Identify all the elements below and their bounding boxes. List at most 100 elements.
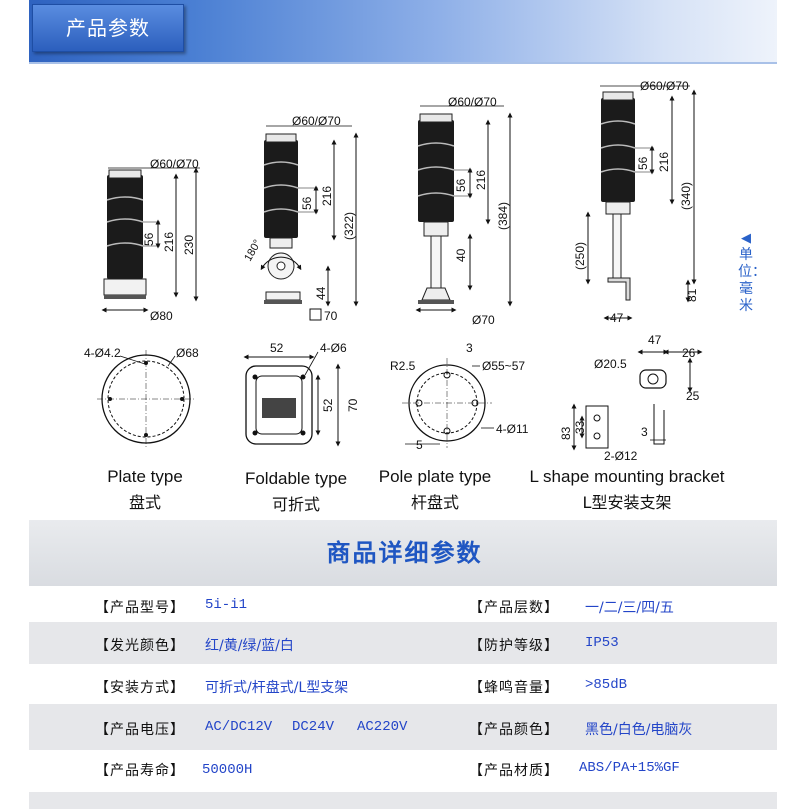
caption-en: Foldable type [244, 469, 348, 488]
spec-label: 【发光颜色】 [95, 638, 185, 654]
spec-label: 【蜂鸣音量】 [469, 680, 559, 696]
light-tower-cap [602, 91, 634, 101]
spec-value: 可折式/杆盘式/L型支架 [205, 680, 349, 696]
spec-label: 【产品型号】 [95, 600, 185, 616]
plate-holes-label: 4-Ø4.2 [84, 346, 121, 360]
pole [430, 235, 442, 289]
lshape-340-label: (340) [679, 182, 693, 210]
lshape-25-label: 25 [686, 389, 700, 403]
pole-radius-label: R2.5 [390, 359, 416, 373]
lshape-side-view: Ø60/Ø70 56 216 (340) (250) 81 47 [573, 79, 699, 325]
pole-384-label: (384) [496, 202, 510, 230]
spec-label: 【产品寿命】 [95, 763, 185, 779]
foldable-base [265, 291, 301, 301]
foldable-holes-label: 4-Ø6 [320, 341, 347, 355]
light-tower-body [601, 98, 635, 202]
spec-value: 5i-i1 [205, 597, 248, 613]
pole-thickness-label: 3 [466, 341, 473, 355]
unit-arrow-icon: ◀ [741, 231, 751, 246]
pole-base [418, 300, 454, 304]
spec-row: 【产品型号】 5i-i1 【产品层数】 一/二/三/四/五 [29, 586, 777, 628]
plate-230-label: 230 [182, 235, 196, 255]
light-tower-body [107, 175, 143, 279]
dimension-drawing: Ø60/Ø70 56 216 230 Ø80 Ø60/Ø70 56 216 (3… [84, 79, 703, 463]
pole-type-side-view: Ø60/Ø70 56 216 40 (384) Ø70 [415, 95, 513, 327]
spec-label: 【产品层数】 [469, 600, 559, 616]
lshape-diameter-label: Ø60/Ø70 [640, 79, 689, 93]
lshape-250-label: (250) [573, 242, 587, 270]
spec-label: 【产品颜色】 [469, 722, 559, 738]
plate-diameter-label: Ø60/Ø70 [150, 157, 199, 171]
details-title: 商品详细参数 [326, 539, 483, 567]
spec-label: 【防护等级】 [469, 638, 559, 654]
spec-value: 一/二/三/四/五 [585, 600, 674, 616]
lshape-holes-label: 2-Ø12 [604, 449, 638, 463]
spec-value: DC24V [292, 719, 335, 735]
spec-row-partial [29, 792, 777, 809]
spec-row: 【发光颜色】 红/黄/绿/蓝/白 【防护等级】 IP53 [29, 622, 777, 664]
foldable-h70-label: 70 [346, 398, 360, 412]
pole-bottom-diameter-label: Ø55~57 [482, 359, 525, 373]
foldable-diameter-label: Ø60/Ø70 [292, 114, 341, 128]
pole-holes-label: 4-Ø11 [496, 422, 529, 436]
pole-width-label: 5 [416, 438, 423, 452]
spec-label: 【安装方式】 [95, 680, 185, 696]
plate-bottom-view: 4-Ø4.2 Ø68 [84, 346, 199, 448]
lshape-33-label: 33 [573, 420, 587, 434]
foldable-h52-label: 52 [321, 398, 335, 412]
spec-label: 【产品材质】 [469, 763, 559, 779]
spec-row: 【安装方式】 可折式/杆盘式/L型支架 【蜂鸣音量】 >85dB [29, 664, 777, 706]
pole-base-label: Ø70 [472, 313, 495, 327]
caption-zh: L型安装支架 [582, 493, 672, 512]
caption-foldable: Foldable type 可折式 [226, 469, 366, 515]
spec-value: AC/DC12V [205, 719, 273, 735]
caption-zh: 杆盘式 [410, 493, 459, 512]
light-tower-cap [108, 169, 142, 179]
spec-value: 黑色/白色/电脑灰 [585, 722, 693, 738]
spec-value: AC220V [357, 719, 408, 735]
foldable-44-label: 44 [314, 286, 328, 300]
lshape-47-label: 47 [610, 311, 624, 325]
spec-value: 红/黄/绿/蓝/白 [205, 638, 294, 654]
lshape-bottom-view: 47 Ø20.5 26 25 83 33 3 2-Ø12 [559, 333, 703, 463]
lshape-hole-diameter-label: Ø20.5 [594, 357, 627, 371]
unit-note: ◀ 单位：毫米 [736, 230, 766, 315]
caption-en: Plate type [107, 467, 183, 486]
foldable-base-label: 70 [324, 309, 338, 323]
foldable-type-side-view: Ø60/Ø70 56 216 (322) 180° 44 70 [242, 114, 359, 323]
spec-label: 【产品电压】 [95, 722, 185, 738]
lshape-26-label: 26 [682, 346, 696, 360]
lshape-216-label: 216 [657, 152, 671, 172]
lshape-bottom-47-label: 47 [648, 333, 662, 347]
caption-pole: Pole plate type 杆盘式 [368, 467, 502, 513]
plate-type-side-view: Ø60/Ø70 56 216 230 Ø80 [101, 157, 200, 323]
spec-value: 50000H [202, 762, 253, 778]
plate-216-label: 216 [162, 232, 176, 252]
light-tower-body [418, 120, 454, 222]
caption-en: Pole plate type [378, 467, 492, 486]
pole-bottom-view: R2.5 3 Ø55~57 4-Ø11 5 [390, 341, 529, 452]
pole-56-label: 56 [454, 178, 468, 192]
caption-zh: 可折式 [271, 495, 320, 514]
page-title: 产品参数 [66, 16, 150, 40]
plate-56-label: 56 [142, 232, 156, 246]
plate-base [103, 278, 147, 296]
foldable-angle-label: 180° [242, 238, 264, 264]
foldable-56-label: 56 [300, 196, 314, 210]
plate-base-label: Ø80 [150, 309, 173, 323]
plate-bottom-diameter-label: Ø68 [176, 346, 199, 360]
lshape-56-label: 56 [636, 156, 650, 170]
foldable-216-label: 216 [320, 186, 334, 206]
header-divider [29, 62, 777, 64]
spec-value: ABS/PA+15%GF [579, 760, 680, 776]
caption-plate: Plate type 盘式 [80, 467, 210, 513]
foldable-322-label: (322) [342, 212, 356, 240]
details-title-band [29, 520, 777, 586]
lshape-thickness-label: 3 [641, 425, 648, 439]
header-tab: 产品参数 [32, 4, 184, 52]
spec-row: 【产品寿命】 50000H 【产品材质】 ABS/PA+15%GF [29, 750, 777, 792]
light-tower-body [264, 140, 298, 238]
caption-en: L shape mounting bracket [529, 467, 725, 486]
l-pole [612, 213, 622, 279]
foldable-width-label: 52 [270, 341, 284, 355]
